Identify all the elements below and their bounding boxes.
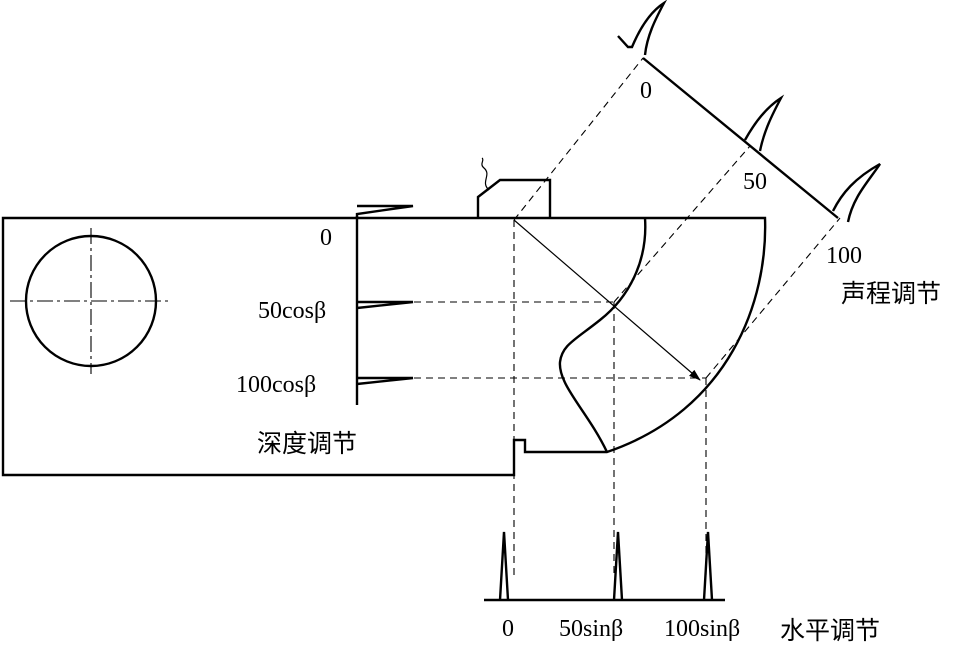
depth-tick-100: 100cosβ xyxy=(236,372,316,398)
horizontal-echo-50 xyxy=(612,531,624,601)
soundpath-tick-50: 50 xyxy=(743,169,767,195)
horizontal-echo-0 xyxy=(498,531,510,601)
test-block-outline xyxy=(1,216,767,477)
soundpath-tick-100: 100 xyxy=(826,243,862,269)
soundpath-scale-title: 声程调节 xyxy=(841,279,941,308)
horizontal-scale-title: 水平调节 xyxy=(780,616,880,645)
soundpath-scale xyxy=(617,0,881,223)
angle-probe xyxy=(476,157,552,218)
soundpath-tick-0: 0 xyxy=(640,78,652,104)
depth-echo-50 xyxy=(356,300,414,310)
horizontal-tick-0: 0 xyxy=(502,616,514,642)
projection-soundpath-0 xyxy=(513,57,644,221)
depth-echo-0 xyxy=(355,204,414,218)
horizontal-echo-100 xyxy=(702,531,714,601)
depth-tick-0: 0 xyxy=(320,225,332,251)
depth-scale-title: 深度调节 xyxy=(257,429,357,458)
beam-arrow xyxy=(513,219,701,381)
horizontal-tick-50: 50sinβ xyxy=(559,616,623,642)
soundpath-echo-50 xyxy=(743,94,785,152)
soundpath-echo-0 xyxy=(617,0,667,56)
probe-cable xyxy=(481,157,490,191)
horizontal-tick-100: 100sinβ xyxy=(664,616,740,642)
depth-tick-50: 50cosβ xyxy=(258,298,326,324)
inner-curve xyxy=(558,217,647,453)
depth-echo-100 xyxy=(356,376,414,386)
depth-scale xyxy=(355,204,414,405)
projection-soundpath-100 xyxy=(705,217,841,379)
horizontal-scale xyxy=(484,531,725,602)
probe-body xyxy=(476,178,552,218)
projection-soundpath-50 xyxy=(613,145,751,303)
reference-hole xyxy=(10,228,172,374)
soundpath-echo-100 xyxy=(831,162,881,223)
soundpath-axis xyxy=(642,57,839,219)
